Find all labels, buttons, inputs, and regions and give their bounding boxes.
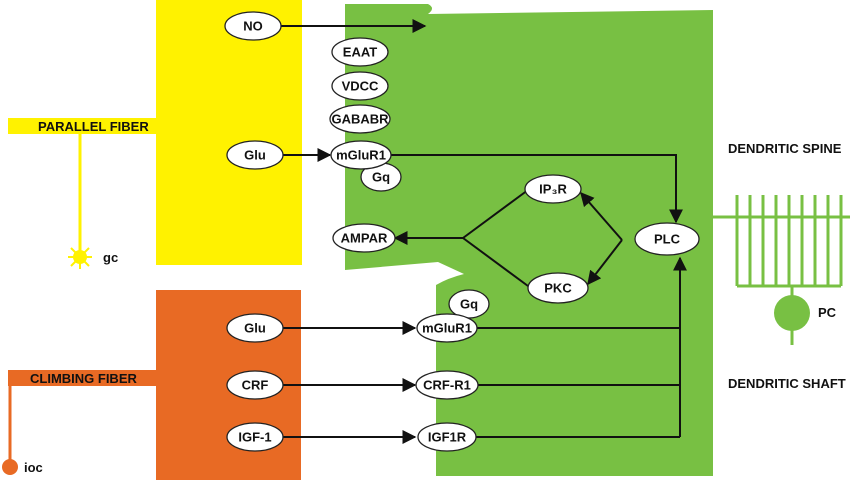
glu-pf-node: Glu (226, 140, 284, 170)
pc-soma-icon (774, 295, 810, 331)
gababr-label: GABABR (331, 112, 389, 127)
mglur1-bottom-label: mGluR1 (422, 321, 472, 336)
mglur1-bottom-node: mGluR1 (416, 313, 478, 343)
ip3r-label: IP₃R (539, 182, 567, 197)
igf1r-label: IGF1R (428, 430, 467, 445)
glu-cf-node: Glu (226, 313, 284, 343)
dendritic-shaft-label: DENDRITIC SHAFT (728, 376, 846, 391)
ioc-soma-icon (2, 459, 18, 475)
eaat-label: EAAT (343, 45, 377, 60)
mglur1-top-label: mGluR1 (336, 148, 386, 163)
dendritic-spine-region (345, 4, 713, 476)
pkc-node: PKC (527, 272, 589, 304)
gq-top-label: Gq (372, 170, 390, 185)
parallel-fiber-bar (8, 118, 158, 134)
mglur1-top-node: mGluR1 (330, 140, 392, 170)
gq-top-node: Gq (360, 162, 402, 192)
gq-bottom-node: Gq (448, 289, 490, 319)
crf-node: CRF (226, 370, 284, 400)
branch-upper (462, 189, 529, 239)
crfr1-label: CRF-R1 (423, 378, 471, 393)
crf-label: CRF (242, 378, 269, 393)
climbing-fiber-bar (8, 370, 158, 386)
igf1-label: IGF-1 (238, 430, 271, 445)
igf1-node: IGF-1 (226, 422, 284, 452)
crfr1-node: CRF-R1 (415, 370, 479, 400)
vdcc-node: VDCC (331, 71, 389, 101)
gq-bottom-label: Gq (460, 297, 478, 312)
gc-soma-icon (68, 245, 92, 269)
no-node: NO (224, 11, 282, 41)
ampar-label: AMPAR (341, 231, 388, 246)
pc-dendrite-icon (735, 195, 850, 345)
gababr-node: GABABR (329, 104, 391, 134)
no-label: NO (243, 19, 263, 34)
climbing-fiber-label: CLIMBING FIBER (30, 371, 137, 386)
ip3r-node: IP₃R (524, 174, 582, 204)
glu-cf-label: Glu (244, 321, 266, 336)
gc-label: gc (103, 250, 118, 265)
pkc-label: PKC (544, 281, 572, 296)
parallel-fiber-region (156, 0, 302, 265)
plc-node: PLC (634, 222, 700, 256)
ampar-node: AMPAR (332, 223, 396, 253)
branch-lower (462, 237, 529, 287)
mglur1-top-to-plc (390, 154, 683, 224)
igf1r-node: IGF1R (417, 422, 477, 452)
parallel-fiber-label: PARALLEL FIBER (38, 119, 149, 134)
dendritic-spine-label: DENDRITIC SPINE (728, 141, 842, 156)
plc-to-pkc (587, 239, 623, 286)
plc-to-ip3r (580, 191, 623, 241)
eaat-node: EAAT (331, 37, 389, 67)
plc-label: PLC (654, 232, 681, 247)
glu-pf-label: Glu (244, 148, 266, 163)
ioc-label: ioc (24, 460, 43, 475)
vdcc-label: VDCC (342, 79, 379, 94)
pc-label: PC (818, 305, 837, 320)
